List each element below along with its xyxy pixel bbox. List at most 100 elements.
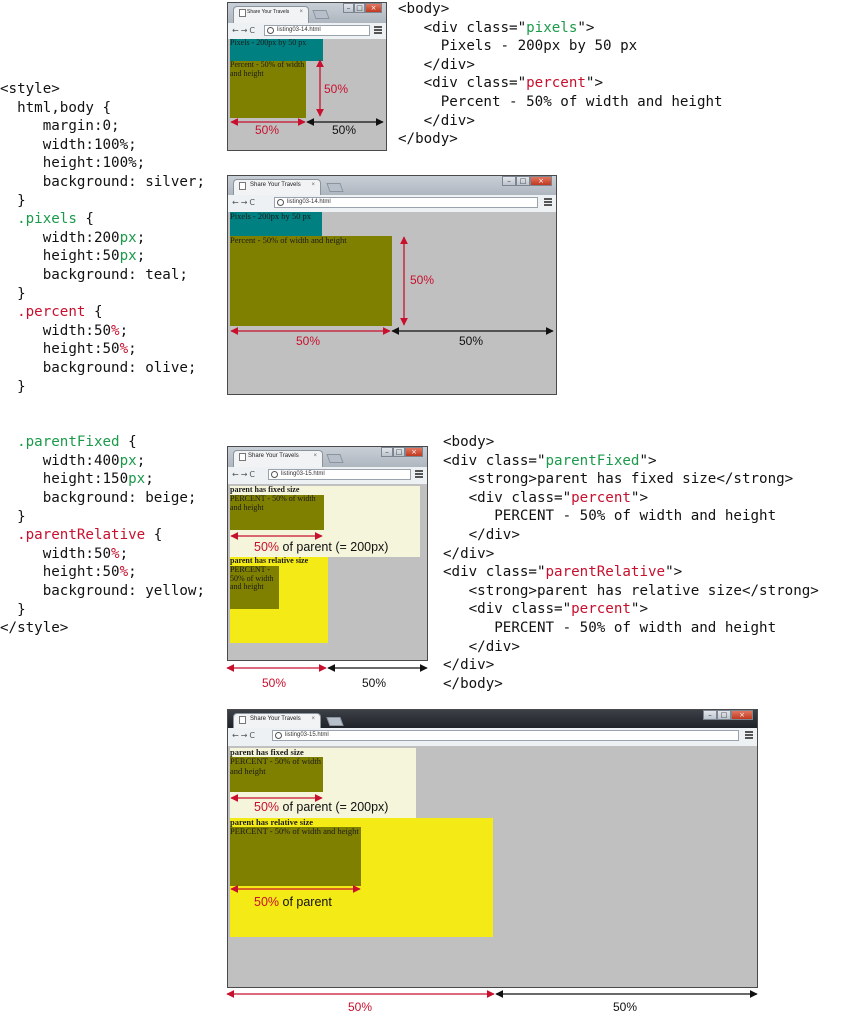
code-token: Percent - 50% of width and height	[398, 93, 723, 110]
menu-icon[interactable]	[415, 470, 423, 478]
title-bar: Share Your Travels × – □ ×	[228, 447, 427, 467]
new-tab-button[interactable]	[326, 183, 344, 192]
title-bar: Share Your Travels × – □ ×	[228, 3, 386, 23]
nav-arrows-icon[interactable]: ←→C	[232, 731, 257, 740]
height-label-red: 50%	[410, 273, 435, 287]
code-line: background: beige;	[0, 489, 205, 508]
code-token: margin:0;	[0, 118, 120, 135]
code-token: ;	[136, 229, 146, 246]
code-token: height:150	[0, 471, 129, 488]
new-tab-button[interactable]	[326, 717, 344, 726]
minimize-icon[interactable]: –	[703, 710, 717, 720]
address-bar[interactable]: listing03-14.html	[264, 25, 370, 36]
minimize-icon[interactable]: –	[502, 176, 516, 186]
percent-div: PERCENT - 50% of width and height	[230, 494, 324, 530]
close-icon[interactable]: ×	[731, 710, 753, 720]
browser-tab[interactable]: Share Your Travels ×	[233, 179, 321, 195]
code-line: width:100%;	[0, 136, 205, 155]
code-token: ;	[136, 248, 146, 265]
code-line: </div>	[443, 638, 819, 657]
height-label-red: 50%	[324, 82, 349, 96]
tab-close-icon[interactable]: ×	[313, 453, 317, 459]
code-line: width:400px;	[0, 452, 205, 471]
browser-window-large-2: Share Your Travels × – □ × ←→C listing03…	[227, 709, 758, 988]
close-icon[interactable]: ×	[405, 447, 423, 457]
page-viewport: parent has fixed size PERCENT - 50% of w…	[228, 484, 427, 660]
code-token: </div>	[443, 545, 495, 562]
new-tab-button[interactable]	[312, 10, 330, 19]
code-token: percent	[571, 601, 631, 618]
menu-icon[interactable]	[374, 26, 382, 34]
code-token: ">	[665, 564, 683, 581]
code-token: <strong>parent has relative size</strong…	[443, 582, 819, 599]
pixels-div: Pixels - 200px by 50 px	[230, 212, 322, 236]
code-line: </div>	[398, 56, 723, 75]
tab-close-icon[interactable]: ×	[311, 182, 315, 188]
width-label-red: 50%	[255, 123, 280, 137]
code-line: html,body {	[0, 99, 205, 118]
code-token: percent	[526, 75, 586, 92]
minimize-icon[interactable]: –	[381, 447, 393, 457]
menu-icon[interactable]	[745, 731, 753, 739]
code-line: width:50%;	[0, 322, 205, 341]
code-token: ;	[119, 322, 129, 339]
code-line: <div class="percent">	[443, 600, 819, 619]
tab-close-icon[interactable]: ×	[299, 9, 303, 15]
code-token: %	[119, 341, 129, 358]
parent-relative-div: parent has relative size PERCENT - 50% o…	[230, 557, 328, 643]
nav-arrows-icon[interactable]: ←→C	[232, 26, 257, 35]
nav-arrows-icon[interactable]: ←→C	[232, 470, 257, 479]
menu-icon[interactable]	[544, 198, 552, 206]
maximize-icon[interactable]: □	[516, 176, 530, 186]
code-line: <body>	[443, 433, 819, 452]
code-token: <div class="	[443, 489, 572, 506]
code-token	[0, 434, 17, 450]
close-icon[interactable]: ×	[530, 176, 552, 186]
search-icon	[271, 471, 278, 478]
code-line: .pixels {	[0, 210, 205, 229]
url-text: listing03-14.html	[287, 199, 331, 205]
tab-close-icon[interactable]: ×	[311, 716, 315, 722]
code-token: }	[0, 378, 26, 395]
browser-tab[interactable]: Share Your Travels ×	[233, 6, 309, 23]
code-token: ;	[119, 545, 129, 562]
parent-relative-div: parent has relative size PERCENT - 50% o…	[230, 818, 493, 937]
minimize-icon[interactable]: –	[343, 3, 354, 13]
code-token: ">	[630, 489, 649, 506]
new-tab-button[interactable]	[326, 454, 344, 463]
width-label-black: 50%	[362, 676, 387, 690]
code-token: {	[119, 434, 137, 451]
window-controls: – □ ×	[343, 3, 382, 13]
address-bar[interactable]: listing03-15.html	[272, 730, 739, 741]
code-token: height:50	[0, 341, 120, 358]
browser-toolbar: ←→C listing03-15.html	[228, 467, 427, 485]
percent-text: PERCENT - 50% of width and height	[230, 494, 316, 512]
code-token: px	[119, 229, 137, 246]
maximize-icon[interactable]: □	[393, 447, 405, 457]
code-line: <body>	[398, 0, 723, 19]
code-line: </body>	[443, 675, 819, 694]
code-line: .parentRelative {	[0, 526, 205, 545]
percent-div: Percent - 50% of width and height	[230, 236, 392, 326]
tab-title: Share Your Travels	[248, 453, 299, 459]
code-token: {	[85, 304, 103, 321]
code-token: <style>	[0, 81, 60, 97]
address-bar[interactable]: listing03-14.html	[274, 197, 538, 208]
code-token: {	[76, 211, 94, 228]
code-line: <style>	[0, 80, 205, 99]
close-icon[interactable]: ×	[365, 3, 382, 13]
nav-arrows-icon[interactable]: ←→C	[232, 198, 257, 207]
maximize-icon[interactable]: □	[717, 710, 731, 720]
of-parent-annotation: of parent (= 200px)	[279, 540, 389, 554]
address-bar[interactable]: listing03-15.html	[268, 469, 411, 480]
fixed-heading: parent has fixed size	[230, 486, 300, 494]
code-token: PERCENT - 50% of width and height	[443, 508, 777, 525]
browser-tab[interactable]: Share Your Travels ×	[233, 450, 323, 467]
browser-tab[interactable]: Share Your Travels ×	[233, 713, 321, 728]
browser-toolbar: ←→C listing03-14.html	[228, 23, 386, 40]
browser-window-small-1: Share Your Travels × – □ × ←→C listing03…	[227, 2, 387, 151]
relative-heading: parent has relative size	[230, 818, 314, 827]
code-token: percent	[571, 489, 631, 506]
code-token: <div class="	[398, 75, 527, 92]
maximize-icon[interactable]: □	[354, 3, 365, 13]
